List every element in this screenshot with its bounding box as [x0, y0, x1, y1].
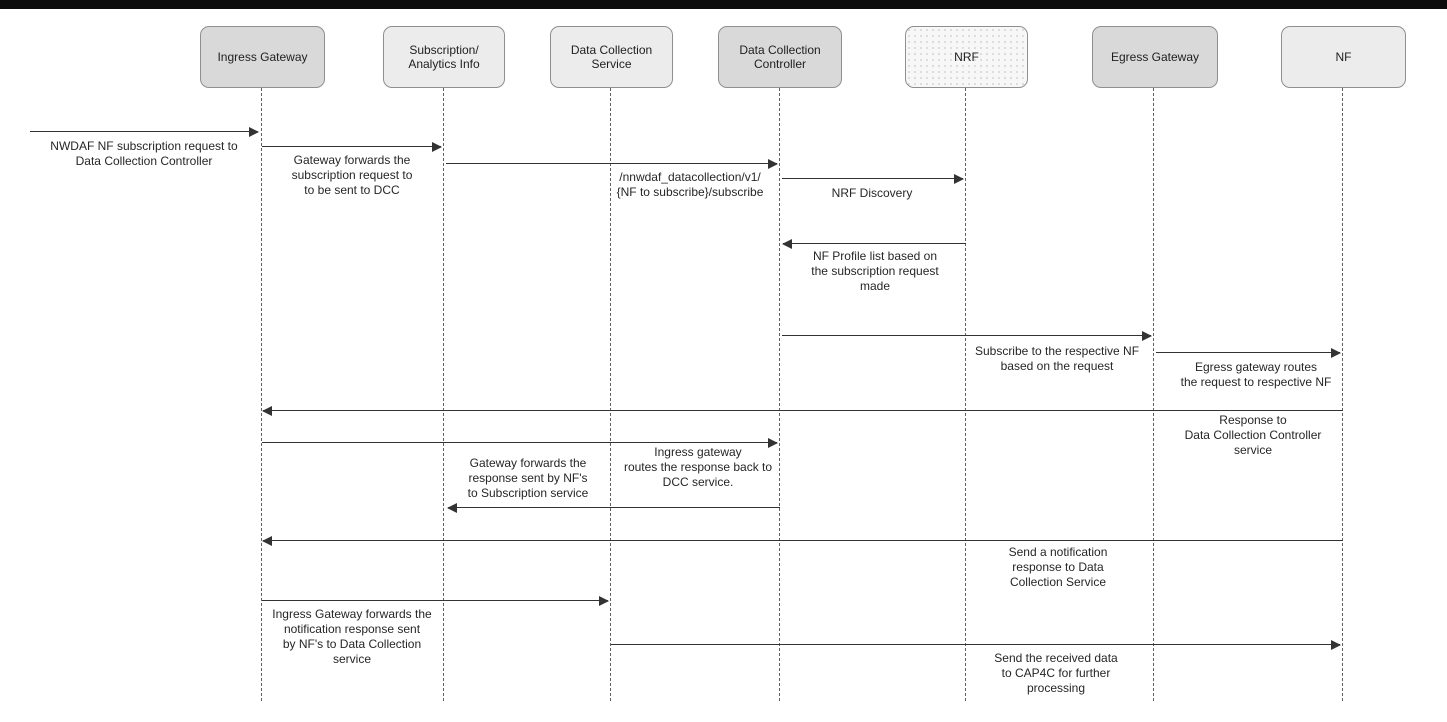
message-arrow-msg-10-data-collection-controller-to-subscription-analytics-info: [447, 503, 780, 513]
actor-box-ingress-gateway: Ingress Gateway: [200, 26, 325, 88]
message-label-msg-4: NRF Discovery: [831, 186, 913, 200]
arrowhead-right-icon: [432, 142, 442, 152]
arrowhead-right-icon: [1331, 348, 1341, 358]
message-label-msg-3: /nnwdaf_datacollection/v1/ {NF to subscr…: [616, 170, 764, 199]
lifeline-subscription-analytics-info: [443, 88, 444, 701]
arrowhead-left-icon: [262, 536, 272, 546]
message-label-msg-5: NF Profile list based on the subscriptio…: [811, 249, 939, 293]
arrowhead-left-icon: [782, 239, 792, 249]
message-label-msg-9: Ingress gateway routes the response back…: [623, 445, 773, 489]
lifeline-nf: [1342, 88, 1343, 701]
actor-box-subscription-analytics-info: Subscription/ Analytics Info: [383, 26, 505, 88]
message-label-msg-11: Send a notification response to Data Col…: [1008, 545, 1108, 589]
arrowhead-left-icon: [262, 406, 272, 416]
arrowhead-right-icon: [1142, 331, 1152, 341]
actor-box-data-collection-service: Data Collection Service: [550, 26, 673, 88]
lifeline-ingress-gateway: [261, 88, 262, 701]
actor-box-nrf: NRF: [905, 26, 1028, 88]
message-arrow-msg-2-ingress-gateway-to-subscription-analytics-info: [262, 142, 442, 152]
lifeline-data-collection-service: [610, 88, 611, 701]
arrowhead-right-icon: [954, 174, 964, 184]
message-label-msg-13: Send the received data to CAP4C for furt…: [994, 651, 1118, 695]
message-label-msg-8: Response to Data Collection Controller s…: [1184, 413, 1322, 457]
message-arrow-msg-7-egress-gateway-to-nf: [1156, 348, 1341, 358]
message-arrow-msg-11-nf-to-ingress-gateway: [262, 536, 1343, 546]
window-top-bar: [0, 0, 1447, 9]
message-arrow-msg-6-data-collection-controller-to-egress-gateway: [782, 331, 1152, 341]
message-arrow-msg-13-data-collection-service-to-nf: [611, 640, 1341, 650]
lifeline-data-collection-controller: [779, 88, 780, 701]
message-label-msg-7: Egress gateway routes the request to res…: [1180, 360, 1332, 389]
message-arrow-msg-5-nrf-to-data-collection-controller: [782, 239, 966, 249]
message-label-msg-6: Subscribe to the respective NF based on …: [974, 344, 1140, 373]
message-label-msg-1: NWDAF NF subscription request to Data Co…: [50, 139, 238, 168]
arrowhead-right-icon: [768, 159, 778, 169]
arrowhead-right-icon: [768, 438, 778, 448]
lifeline-nrf: [965, 88, 966, 701]
message-arrow-msg-3-subscription-analytics-info-to-data-collection-controller: [446, 159, 778, 169]
message-arrow-msg-4-data-collection-controller-to-nrf: [782, 174, 964, 184]
message-label-msg-2: Gateway forwards the subscription reques…: [291, 153, 413, 197]
message-label-msg-10: Gateway forwards the response sent by NF…: [467, 456, 589, 500]
actor-box-data-collection-controller: Data Collection Controller: [718, 26, 842, 88]
message-arrow-msg-9-ingress-gateway-to-data-collection-controller: [262, 438, 778, 448]
arrowhead-right-icon: [1331, 640, 1341, 650]
message-arrow-msg-8-nf-to-ingress-gateway: [262, 406, 1343, 416]
actor-box-egress-gateway: Egress Gateway: [1092, 26, 1218, 88]
message-label-msg-12: Ingress Gateway forwards the notificatio…: [272, 607, 432, 666]
message-arrow-msg-12-ingress-gateway-to-data-collection-service: [262, 596, 609, 606]
message-arrow-msg-1-external-to-ingress-gateway: [30, 127, 259, 137]
arrowhead-left-icon: [447, 503, 457, 513]
actor-box-nf: NF: [1281, 26, 1406, 88]
arrowhead-right-icon: [249, 127, 259, 137]
arrowhead-right-icon: [599, 596, 609, 606]
lifeline-egress-gateway: [1153, 88, 1154, 701]
